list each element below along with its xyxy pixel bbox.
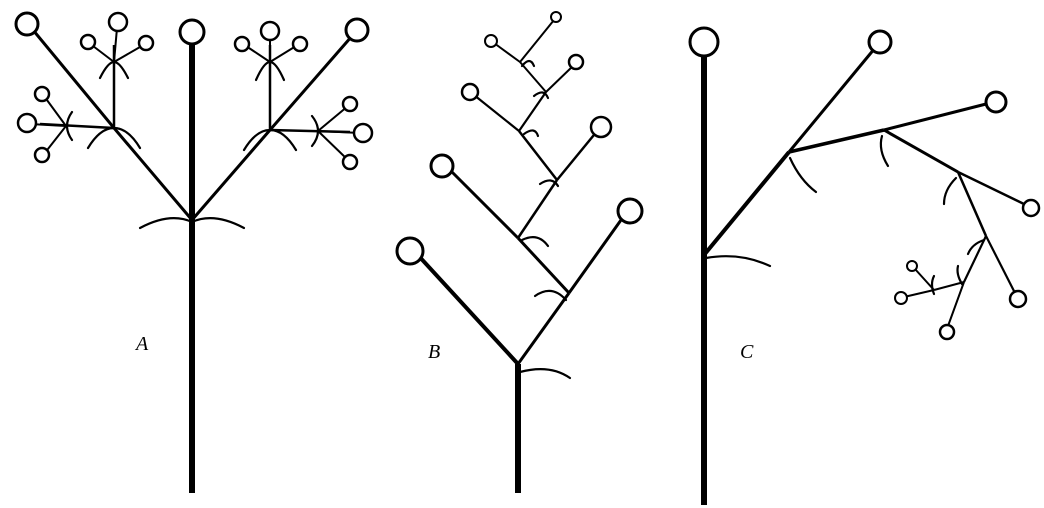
panel-c-bract [704, 255, 772, 268]
panel-c-branch [702, 150, 791, 257]
panel-b-branch [493, 42, 521, 63]
panel-a-flower [341, 153, 359, 171]
panel-a-flower [352, 122, 374, 144]
panel-a-flower [341, 95, 359, 113]
panel-b-bract [522, 129, 540, 138]
panel-c-branch [883, 101, 991, 132]
panel-c-branch [788, 128, 885, 154]
panel-a-ray [317, 105, 349, 132]
panel-c-branch [914, 268, 935, 291]
panel-c-branch [963, 235, 987, 283]
panel-a-bract [65, 110, 74, 142]
panel-c-flower [938, 323, 956, 341]
panel-c-flower [984, 90, 1008, 114]
panel-c-bract [930, 274, 936, 296]
panel-a-bract [86, 126, 142, 150]
panel-b-axis [519, 61, 547, 93]
panel-c-branch [985, 235, 1016, 294]
panel-b-label: B [428, 341, 440, 363]
panel-c-bract [879, 134, 890, 168]
panel-b-flower [567, 53, 585, 71]
panel-a-flower [33, 146, 51, 164]
panel-b-branch [473, 94, 520, 132]
panel-a-bract [254, 60, 286, 82]
panel-b-flower [484, 34, 498, 48]
panel-b-flower [589, 115, 613, 139]
panel-b-axis [516, 236, 571, 295]
panel-b: B [395, 11, 644, 493]
panel-c-bract [788, 156, 818, 194]
panel-a-flower [178, 18, 206, 46]
panel-a-flower [259, 20, 281, 42]
panel-c-branch [787, 47, 877, 153]
panel-a-flower [291, 35, 309, 53]
panel-c: C [688, 26, 1041, 505]
panel-c-flower [1008, 289, 1028, 309]
panel-a-branch-right [190, 129, 272, 221]
panel-a-flower [233, 35, 251, 53]
panel-a-bract [310, 114, 320, 148]
panel-a-ray [113, 27, 118, 63]
panel-b-flower [616, 197, 644, 225]
panel-a-ray [113, 46, 141, 63]
panel-a-flower [107, 11, 129, 33]
panel-a-flower [79, 33, 97, 51]
panel-a-ray [269, 45, 297, 63]
panel-a-branch-upper-right [268, 35, 354, 131]
panel-b-branch [545, 64, 575, 93]
panel-c-branch [933, 281, 965, 291]
panel-b-axis [516, 179, 559, 239]
panel-b-branch [556, 129, 599, 181]
panel-b-left-branch [414, 251, 520, 366]
panel-b-bract [533, 289, 568, 302]
panel-a-flower [137, 34, 155, 52]
panel-c-label: C [740, 341, 754, 363]
panel-a-ray [317, 130, 349, 161]
panel-b-bract [532, 91, 550, 100]
panel-a-ray [245, 45, 271, 63]
panel-c-branch [956, 171, 988, 237]
panel-a-flower [344, 17, 370, 43]
panel-a-ray [92, 45, 115, 63]
panel-b-bract [518, 367, 572, 380]
panel-b-right-branch [567, 212, 628, 294]
panel-c-bract [966, 238, 986, 256]
panel-a: A [14, 11, 374, 493]
panel-a-branch-left [112, 127, 194, 221]
panel-b-flower [429, 153, 455, 179]
panel-a-bract [138, 217, 246, 230]
panel-b-axis [518, 91, 547, 132]
panel-b-branch [519, 19, 555, 63]
panel-b-bract [520, 59, 536, 68]
panel-b-bract [520, 235, 550, 248]
panel-b-axis [516, 292, 571, 365]
panel-b-bract [538, 179, 560, 188]
panel-c-branch [957, 170, 1027, 207]
panel-b-axis [518, 130, 558, 181]
panel-a-branch-upper-left [31, 29, 116, 129]
panel-a-flower [14, 11, 40, 37]
panel-c-branch [883, 128, 959, 174]
panel-b-branch [446, 166, 520, 240]
panel-a-label: A [134, 333, 149, 355]
panel-a-ray [43, 95, 67, 127]
panel-a-flower [33, 85, 51, 103]
panel-c-flower [688, 26, 720, 58]
panel-a-flower [16, 112, 38, 134]
panel-b-flower [395, 236, 425, 266]
panel-c-flower [894, 291, 908, 305]
panel-c-flower [1021, 198, 1041, 218]
panel-a-bract [242, 128, 298, 152]
panel-c-branch [903, 289, 935, 298]
panel-c-flower [906, 260, 918, 272]
panel-c-flower [867, 29, 893, 55]
panel-a-bract [98, 60, 130, 80]
panel-b-flower [550, 11, 562, 23]
panel-c-bract [942, 176, 958, 206]
panel-c-branch [947, 281, 965, 327]
panel-b-flower [460, 82, 480, 102]
panel-c-bract [956, 264, 964, 286]
